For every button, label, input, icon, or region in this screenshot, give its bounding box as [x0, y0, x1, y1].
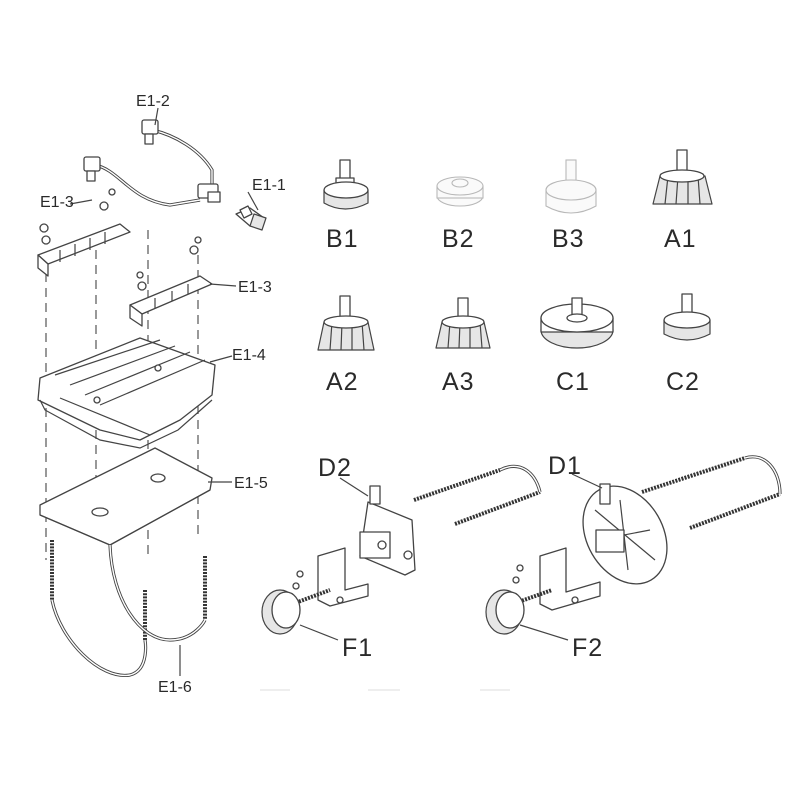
d2-bracket-part: [359, 485, 416, 576]
label-e1-5: E1-5: [234, 475, 268, 492]
label-a2: A2: [326, 368, 359, 396]
label-a3: A3: [442, 368, 475, 396]
label-c2: C2: [666, 368, 700, 396]
adapter-a3-part: [435, 297, 491, 349]
d1-disc-part: [582, 483, 668, 585]
screws-top: [39, 188, 202, 291]
e1-6-u-bolts-part: [50, 540, 207, 677]
e1-3-top-bracket-part: [37, 223, 131, 277]
label-d2: D2: [318, 454, 352, 482]
label-e1-1: E1-1: [252, 177, 286, 194]
label-f1: F1: [342, 634, 373, 662]
adapter-c2-part: [663, 293, 711, 341]
label-e1-2: E1-2: [136, 93, 170, 110]
adapter-b2-part: [436, 176, 484, 207]
adapter-c1-part: [540, 297, 614, 349]
d2-rods-part: [413, 464, 542, 526]
adapter-a1-part: [652, 149, 713, 205]
label-b3: B3: [552, 225, 585, 253]
e1-2-hose-part: [83, 119, 221, 207]
adapter-b1-part: [323, 159, 369, 210]
label-e1-3-mid: E1-3: [238, 279, 272, 296]
label-b2: B2: [442, 225, 475, 253]
label-d1: D1: [548, 452, 582, 480]
adapter-b3-part: [545, 159, 597, 214]
e1-5-base-plate-part: [39, 447, 213, 546]
label-b1: B1: [326, 225, 359, 253]
label-a1: A1: [664, 225, 697, 253]
label-c1: C1: [556, 368, 590, 396]
label-e1-3-top: E1-3: [40, 194, 74, 211]
adapter-a2-part: [317, 295, 375, 351]
d1-rods-part: [641, 455, 782, 530]
f2-clamp-part: [485, 547, 601, 635]
e1-1-fitting-part: [235, 205, 267, 231]
e1-4-main-plate-part: [37, 337, 216, 449]
label-f2: F2: [572, 634, 603, 662]
f1-clamp-part: [261, 547, 369, 635]
label-e1-6: E1-6: [158, 679, 192, 696]
label-e1-4: E1-4: [232, 347, 266, 364]
leaders-right: [299, 473, 603, 641]
leaders-left: [69, 107, 259, 676]
